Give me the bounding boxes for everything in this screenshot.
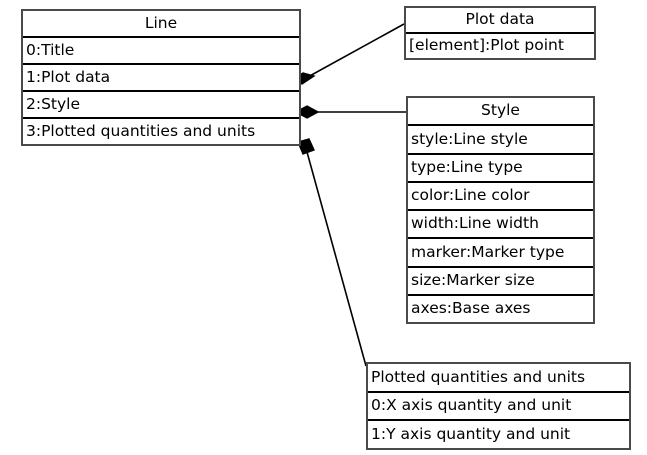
class-title-plot-data: Plot data (465, 10, 535, 29)
class-attribute-row: type:Line type (408, 152, 593, 181)
class-title-plotted-quantities-and-units: Plotted quantities and units (371, 367, 586, 386)
class-attribute-row: [element]:Plot point (406, 32, 594, 58)
class-attribute-row: 3:Plotted quantities and units (23, 117, 299, 144)
class-title-line: Line (144, 13, 178, 32)
class-box-line[interactable]: Line 0:Title 1:Plot data 2:Style 3:Plott… (21, 9, 301, 146)
class-attribute-row: 2:Style (23, 90, 299, 117)
class-box-style[interactable]: Style style:Line style type:Line type co… (406, 96, 595, 324)
class-attribute-row: 0:Title (23, 36, 299, 63)
class-attribute-row: color:Line color (408, 180, 593, 209)
class-title-style: Style (481, 101, 520, 120)
class-attribute-row: 1:Y axis quantity and unit (368, 419, 629, 448)
class-attribute-row: axes:Base axes (408, 293, 593, 322)
class-attribute-row: 1:Plot data (23, 63, 299, 90)
class-attribute-row: style:Line style (408, 124, 593, 152)
edge-line-to-plotted-quantities (297, 138, 367, 367)
edge-line-to-style (294, 105, 406, 119)
class-attribute-row: width:Line width (408, 209, 593, 237)
class-attribute-row: size:Marker size (408, 265, 593, 294)
class-attribute-row: marker:Marker type (408, 237, 593, 265)
class-box-plot-data[interactable]: Plot data [element]:Plot point (404, 6, 596, 60)
class-attribute-row: 0:X axis quantity and unit (368, 390, 629, 420)
class-box-plotted-quantities-and-units[interactable]: Plotted quantities and units 0:X axis qu… (366, 362, 631, 450)
edge-line-to-plot-data (289, 23, 405, 85)
